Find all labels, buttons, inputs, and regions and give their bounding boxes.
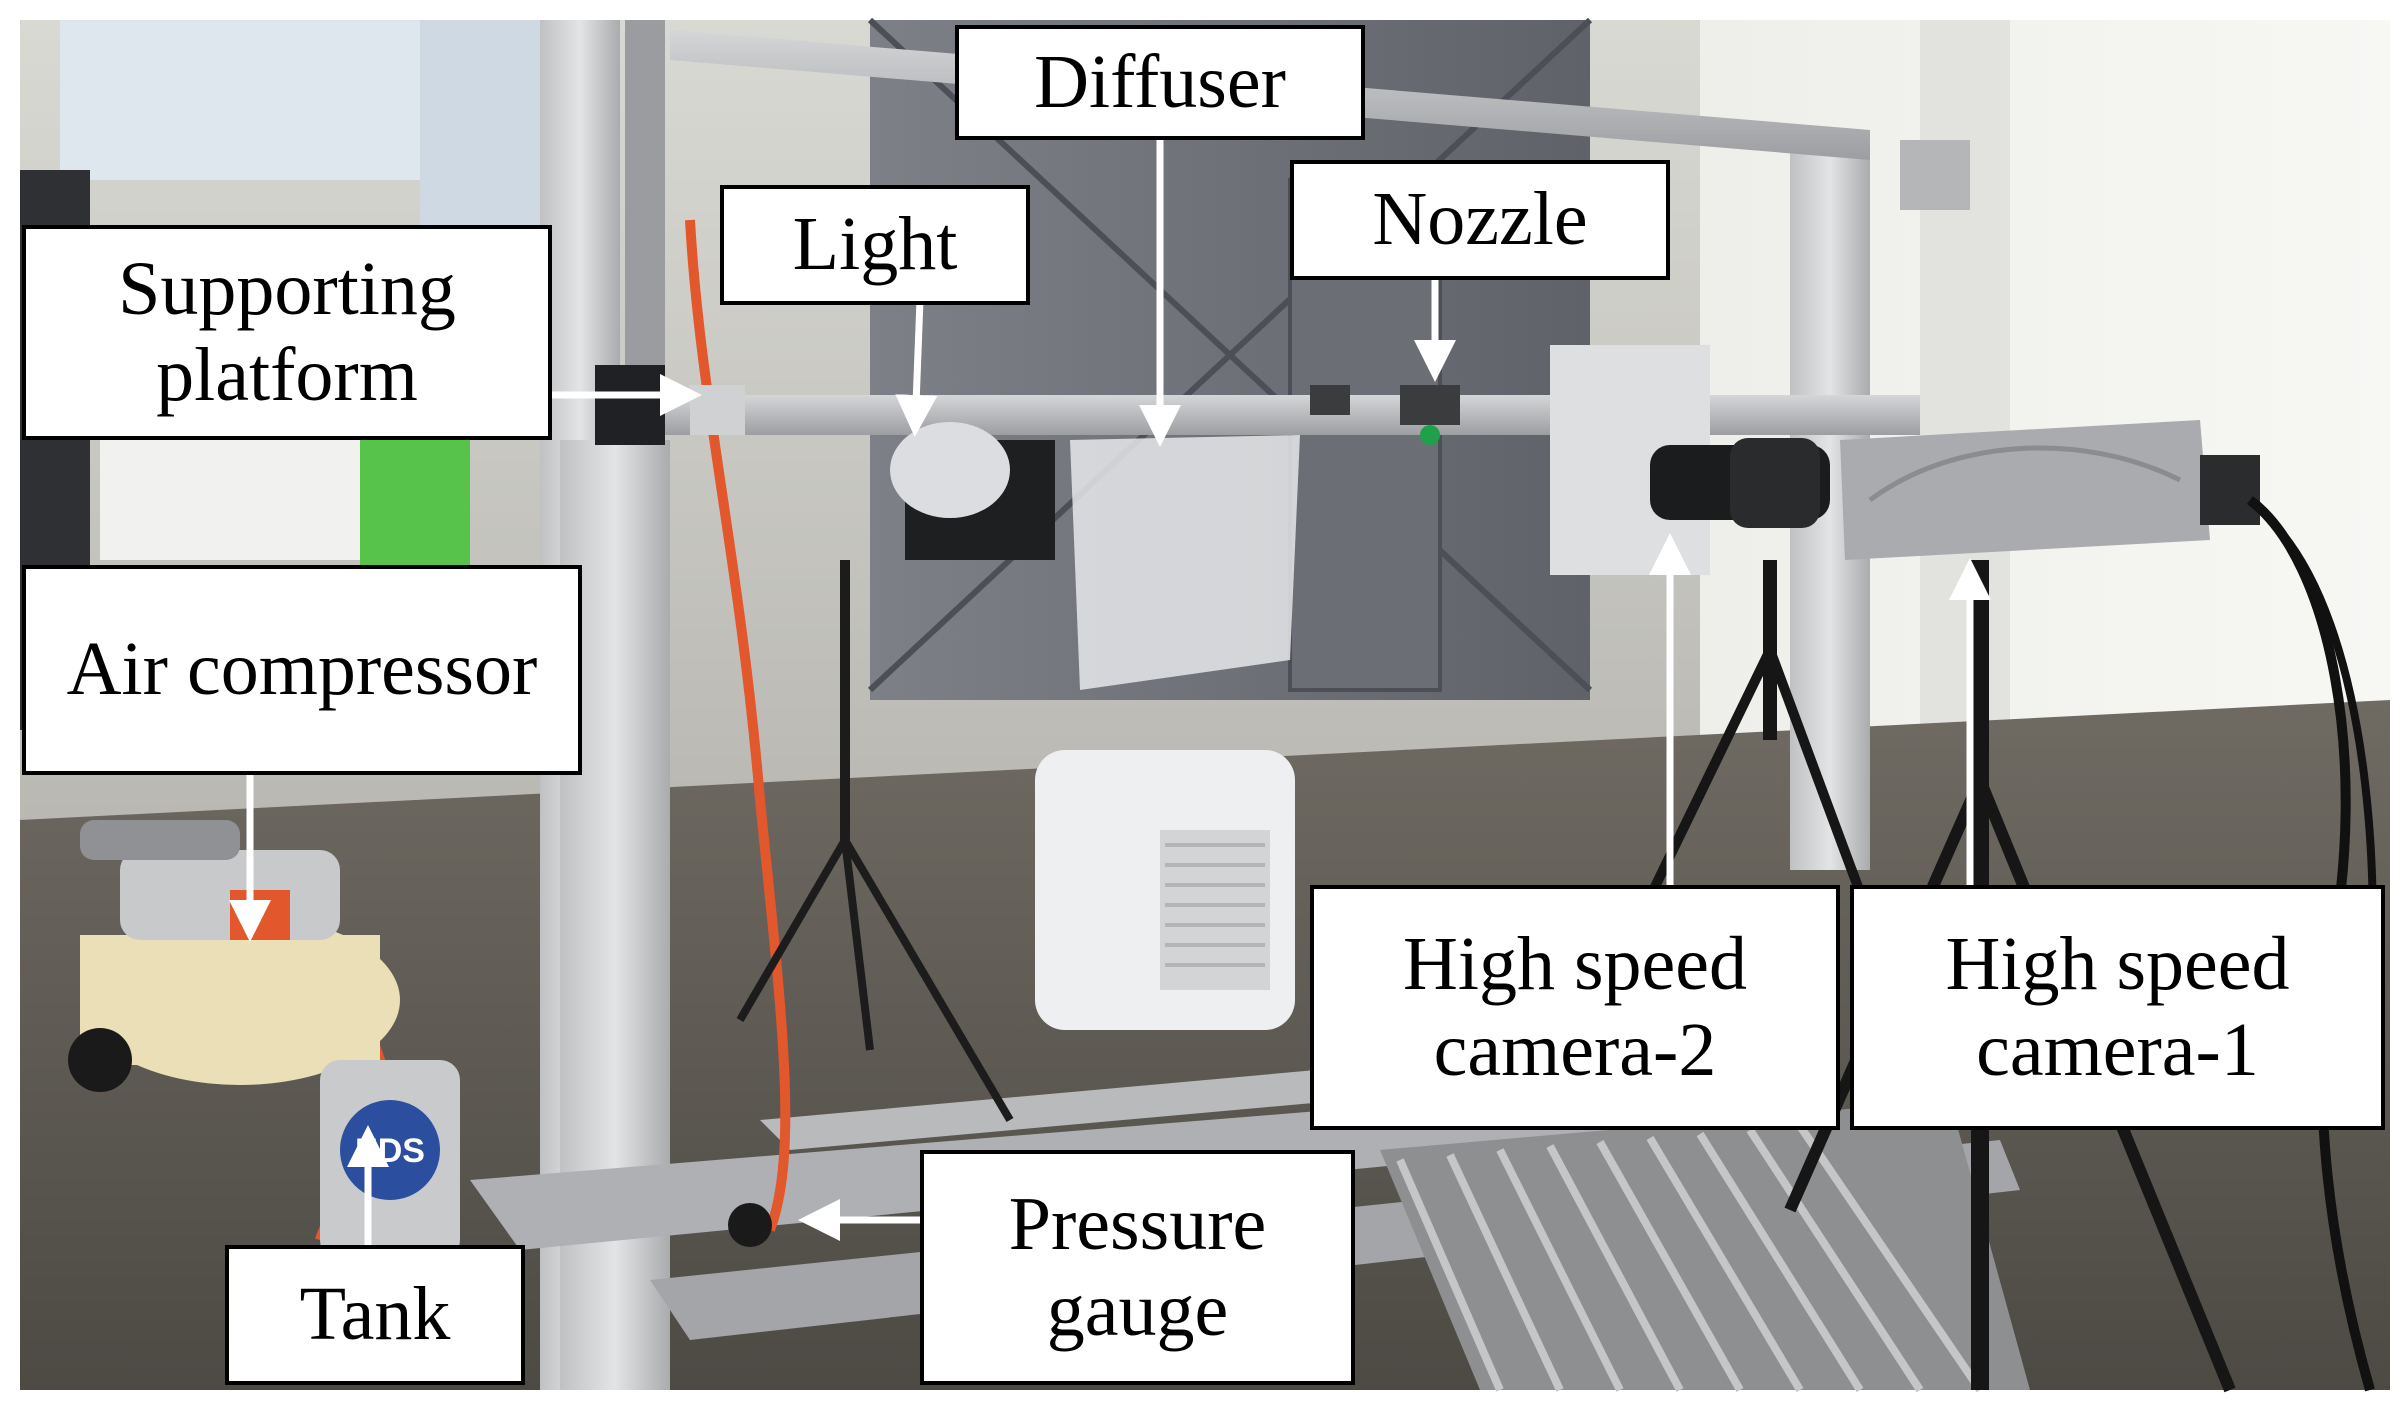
label-air-compressor-text: Air compressor xyxy=(66,627,538,712)
label-nozzle-text: Nozzle xyxy=(1372,177,1588,262)
label-high-speed-camera-1: High speed camera-1 xyxy=(1850,885,2385,1130)
diffuser-sheet xyxy=(1070,435,1300,690)
label-pressure-gauge: Pressure gauge xyxy=(920,1150,1355,1385)
label-tank-text: Tank xyxy=(299,1272,451,1357)
air-compressor xyxy=(68,820,400,1092)
label-high-speed-camera-2-text: High speed camera-2 xyxy=(1402,922,1748,1092)
tank: EDS xyxy=(320,1060,460,1260)
label-supporting-platform-text: Supporting platform xyxy=(118,247,456,417)
floor-grating xyxy=(1380,1100,2030,1393)
camera-1-body xyxy=(1840,420,2260,560)
pressure-gauge xyxy=(728,1203,772,1247)
nozzle-fitting xyxy=(1310,385,1460,445)
light-lamp xyxy=(890,422,1055,560)
label-light-text: Light xyxy=(792,202,958,287)
orange-hose xyxy=(685,219,791,1232)
label-light: Light xyxy=(720,185,1030,305)
label-air-compressor: Air compressor xyxy=(22,565,582,775)
label-supporting-platform: Supporting platform xyxy=(22,225,552,440)
label-tank: Tank xyxy=(225,1245,525,1385)
label-diffuser: Diffuser xyxy=(955,25,1365,140)
label-pressure-gauge-text: Pressure gauge xyxy=(1008,1182,1267,1352)
label-nozzle: Nozzle xyxy=(1290,160,1670,280)
callout-arrows xyxy=(229,130,1991,1248)
light-tripod xyxy=(736,560,1014,1123)
label-high-speed-camera-2: High speed camera-2 xyxy=(1310,885,1840,1130)
dehumidifier xyxy=(1035,750,1295,1030)
label-diffuser-text: Diffuser xyxy=(1034,39,1286,124)
label-high-speed-camera-1-text: High speed camera-1 xyxy=(1945,922,2290,1092)
arrow-light xyxy=(895,299,938,437)
